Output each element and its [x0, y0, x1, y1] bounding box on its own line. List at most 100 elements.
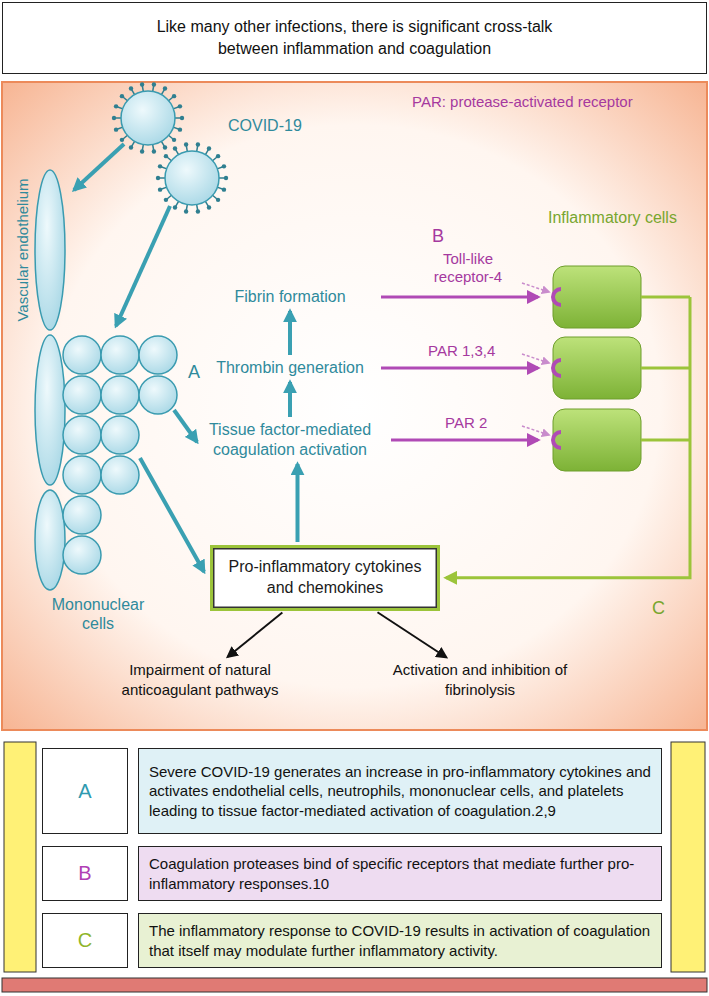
node-text: Tissue factor-mediated coagulation activ… — [195, 420, 385, 460]
inflammatory-cell — [553, 409, 641, 471]
virus-spike-tip — [178, 104, 182, 108]
pathogen-label: COVID-19 — [228, 116, 302, 135]
virus-spike-tip — [114, 104, 118, 108]
virus-spike-tip — [140, 149, 144, 153]
receptor-symbol — [553, 289, 561, 305]
key-letter: A — [78, 780, 91, 803]
endothelial-cell — [35, 335, 65, 485]
node-text: Fibrin formation — [205, 287, 375, 307]
virus-spike-tip — [172, 138, 176, 142]
virus-spike-tip — [152, 149, 156, 153]
virus-spike-tip — [184, 209, 188, 213]
flow-arrow — [377, 612, 446, 657]
description-box: Coagulation proteases bind of specific r… — [138, 846, 662, 901]
side-bar — [4, 742, 36, 972]
layout-arrows — [74, 144, 690, 578]
virus-spike-tip — [184, 142, 188, 146]
virus-body — [165, 151, 219, 205]
receptor-symbol — [553, 432, 561, 448]
feedback-line — [641, 296, 690, 299]
virus-spike-tip — [158, 164, 162, 168]
node-text: Thrombin generation — [205, 358, 375, 378]
key-letter-box: C — [42, 913, 128, 968]
infection-arrow — [116, 206, 170, 326]
virus-spike-tip — [178, 127, 182, 131]
virus-spike-tip — [163, 86, 167, 90]
description-box: Severe COVID-19 generates an increase in… — [138, 748, 662, 834]
receptor-label: PAR 1,3,4 — [428, 342, 495, 360]
inflammatory-cells-illustration — [553, 266, 641, 471]
flow-arrow — [288, 311, 292, 355]
tissue-label: Vascular endothelium — [13, 178, 31, 321]
virus-spike-tip — [120, 138, 124, 142]
flow-arrow — [228, 612, 283, 656]
virus-particle — [156, 142, 228, 213]
receptor-binding-arrow — [522, 426, 549, 435]
title-text: Like many other infections, there is sig… — [155, 16, 555, 59]
flow-arrow — [288, 382, 292, 417]
receptor-label: Toll-like receptor-4 — [418, 250, 518, 286]
side-bar — [671, 742, 705, 972]
mononuclear-cell — [139, 376, 177, 414]
key-letter-box: A — [42, 748, 128, 834]
virus-spike-tip — [129, 145, 133, 149]
feedback-line — [641, 367, 690, 370]
receptor-binding-arrow — [522, 283, 549, 292]
virus-spike-tip — [112, 116, 116, 120]
virus-spike-tip — [140, 82, 144, 86]
infection-arrow — [74, 144, 124, 190]
process-label: Thrombin generation — [205, 358, 375, 378]
cell-label: Mononuclear cells — [38, 595, 158, 633]
legend-note: PAR: protease-activated receptor — [412, 93, 633, 111]
description-box: The inflammatory response to COVID-19 re… — [138, 913, 662, 968]
mononuclear-cell — [63, 416, 101, 454]
mononuclear-cell — [101, 336, 139, 374]
mononuclear-cell — [63, 496, 101, 534]
callout-letter: A — [188, 362, 200, 384]
virus-spike-tip — [129, 86, 133, 90]
inflammatory-cell — [553, 337, 641, 399]
receptor-label: PAR 2 — [445, 414, 487, 432]
bottom-bar — [2, 978, 707, 992]
virus-spike-tip — [173, 146, 177, 150]
node-text: Severe COVID-19 generates an increase in… — [149, 762, 651, 821]
key-letter-box: B — [42, 846, 128, 901]
key-letter: C — [78, 929, 92, 952]
virus-spike-tip — [164, 154, 168, 158]
outcome-label: Impairment of natural anticoagulant path… — [100, 660, 300, 699]
virus-spike-tip — [163, 145, 167, 149]
virus-spike-tip — [164, 198, 168, 202]
virus-spike-tip — [114, 127, 118, 131]
mononuclear-cell — [63, 376, 101, 414]
feedback-line — [641, 439, 690, 442]
mononuclear-cell — [101, 416, 139, 454]
virus-illustration — [112, 82, 228, 213]
virus-spike-tip — [152, 82, 156, 86]
feedback-arrow — [446, 297, 690, 578]
node-text: The inflammatory response to COVID-19 re… — [149, 921, 651, 960]
mononuclear-cell — [63, 336, 101, 374]
receptor-arrow — [381, 367, 538, 370]
endothelium-illustration — [35, 170, 65, 590]
mononuclear-cell — [139, 336, 177, 374]
virus-spike-tip — [216, 198, 220, 202]
process-label: Tissue factor-mediated coagulation activ… — [195, 420, 385, 460]
cell-label: Inflammatory cells — [548, 208, 677, 227]
inflammatory-cell — [553, 266, 641, 328]
node-text: Coagulation proteases bind of specific r… — [149, 854, 651, 893]
outcome-label: Activation and inhibition of fibrinolysi… — [380, 660, 580, 699]
mononuclear-cells-illustration — [63, 336, 177, 574]
virus-spike-tip — [222, 164, 226, 168]
receptor-arrow — [381, 296, 538, 299]
virus-spike-tip — [224, 176, 228, 180]
mononuclear-cell — [101, 456, 139, 494]
mononuclear-cell — [63, 456, 101, 494]
virus-body — [121, 91, 175, 145]
endothelial-cell — [35, 170, 65, 330]
key-letter: B — [78, 862, 91, 885]
receptor-binding-arrow — [522, 354, 549, 363]
process-label: Fibrin formation — [205, 287, 375, 307]
title-box: Like many other infections, there is sig… — [2, 2, 707, 74]
activation-arrow — [140, 458, 204, 572]
